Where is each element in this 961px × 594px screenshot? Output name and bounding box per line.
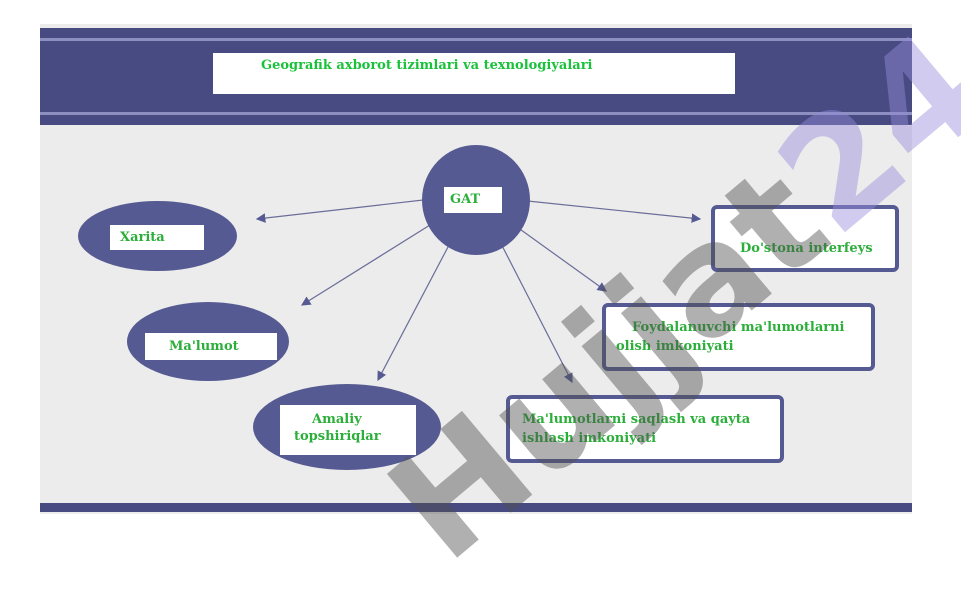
slide-title: Geografik axborot tizimlari va texnologi…: [213, 53, 735, 94]
arrow-to-foydalanuvchi: [509, 221, 607, 292]
center-node-label: GAT: [444, 187, 502, 213]
node-amaliy-line1: Amaliy: [312, 412, 362, 427]
header-divider-bottom: [40, 112, 912, 115]
node-foydalanuvchi-line2: olish imkoniyati: [616, 339, 734, 354]
node-xarita-label: Xarita: [110, 225, 204, 250]
node-saqlash-line2: ishlash imkoniyati: [522, 431, 657, 446]
node-amaliy-label: Amaliy topshiriqlar: [280, 405, 416, 455]
node-saqlash: Ma'lumotlarni saqlash va qayta ishlash i…: [506, 395, 784, 463]
header-divider-top: [40, 38, 912, 41]
arrow-to-dostona: [517, 199, 702, 223]
arrow-to-saqlash: [494, 231, 573, 384]
footer-band: [40, 503, 912, 512]
node-amaliy-line2: topshiriqlar: [294, 429, 381, 444]
node-foydalanuvchi: Foydalanuvchi ma'lumotlarni olish imkoni…: [602, 303, 875, 371]
arrow-to-amaliy: [377, 227, 459, 382]
arrow-to-xarita: [255, 198, 433, 223]
node-foydalanuvchi-line1: Foydalanuvchi ma'lumotlarni: [632, 320, 845, 335]
node-dostona: Do'stona interfeys: [711, 205, 899, 272]
connector-arrows: [255, 198, 702, 384]
node-malumot-label: Ma'lumot: [145, 333, 277, 360]
arrow-to-malumot: [300, 219, 439, 306]
node-saqlash-line1: Ma'lumotlarni saqlash va qayta: [522, 412, 751, 427]
node-dostona-label: Do'stona interfeys: [740, 241, 873, 256]
